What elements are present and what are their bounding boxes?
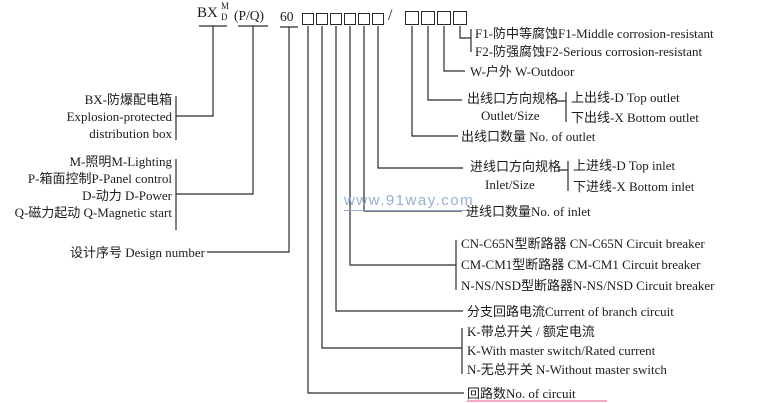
label-outlet-direction-cn: 出线口方向规格 [467,91,559,106]
label-design-number: 设计序号 Design number [69,245,205,260]
watermark: www.91way.com [344,192,475,211]
model-digit-box [302,13,314,25]
model-digit-box [405,11,419,25]
label-master-switch-k-en: K-With master switch/Rated current [467,343,656,358]
label-inlet-direction-cn: 进线口方向规格 [470,159,562,174]
label-bx-line1: BX-防爆配电箱 [84,92,172,107]
model-digit-box [437,11,451,25]
model-digit-box [330,13,342,25]
model-series-number: 60 [280,9,294,24]
model-boxes-main [302,13,384,25]
model-superscript: M [221,1,230,11]
model-subscript: D [221,12,228,22]
label-breaker-cn-c65n: CN-C65N型断路器 CN-C65N Circuit breaker [461,236,705,251]
label-inlet-direction-en: Inlet/Size [485,177,535,192]
model-digit-box [344,13,356,25]
model-digit-box [453,11,467,25]
label-breaker-cm-cm1: CM-CM1型断路器 CM-CM1 Circuit breaker [461,257,701,272]
label-master-switch-k-cn: K-带总开关 / 额定电流 [467,324,595,339]
label-variant-q: Q-磁力起动 Q-Magnetic start [14,205,172,220]
label-inlet-count: 进线口数量No. of inlet [466,204,591,219]
label-circuit-count: 回路数No. of circuit [467,386,576,401]
model-prefix: BX [197,5,218,21]
label-variant-d: D-动力 D-Power [82,188,172,203]
model-separator: / [388,7,393,24]
label-bx-line2: Explosion-protected [66,109,172,124]
label-breaker-n-ns: N-NS/NSD型断路器N-NS/NSD Circuit breaker [461,278,715,293]
model-digit-box [358,13,370,25]
label-outdoor: W-户外 W-Outdoor [470,64,575,79]
model-variant: (P/Q) [234,8,264,23]
label-inlet-top: 上进线-D Top inlet [573,158,676,173]
label-inlet-bottom: 下进线-X Bottom inlet [573,179,695,194]
label-master-switch-n: N-无总开关 N-Without master switch [467,362,667,377]
label-variant-m: M-照明M-Lighting [69,154,172,169]
model-digit-box [316,13,328,25]
label-bx-line3: distribution box [89,126,172,141]
model-boxes-suffix [405,11,467,25]
label-outlet-direction-en: Outlet/Size [481,108,540,123]
label-variant-p: P-箱面控制P-Panel control [27,171,172,186]
label-corrosion-f2: F2-防强腐蚀F2-Serious corrosion-resistant [475,44,703,59]
model-digit-box [372,13,384,25]
watermark-underline [467,400,607,402]
label-outlet-count: 出线口数量 No. of outlet [461,129,596,144]
label-corrosion-f1: F1-防中等腐蚀F1-Middle corrosion-resistant [475,26,714,41]
label-outlet-top: 上出线-D Top outlet [571,90,680,105]
label-outlet-bottom: 下出线-X Bottom outlet [571,110,699,125]
model-digit-box [421,11,435,25]
label-branch-current: 分支回路电流Current of branch circuit [467,304,674,319]
